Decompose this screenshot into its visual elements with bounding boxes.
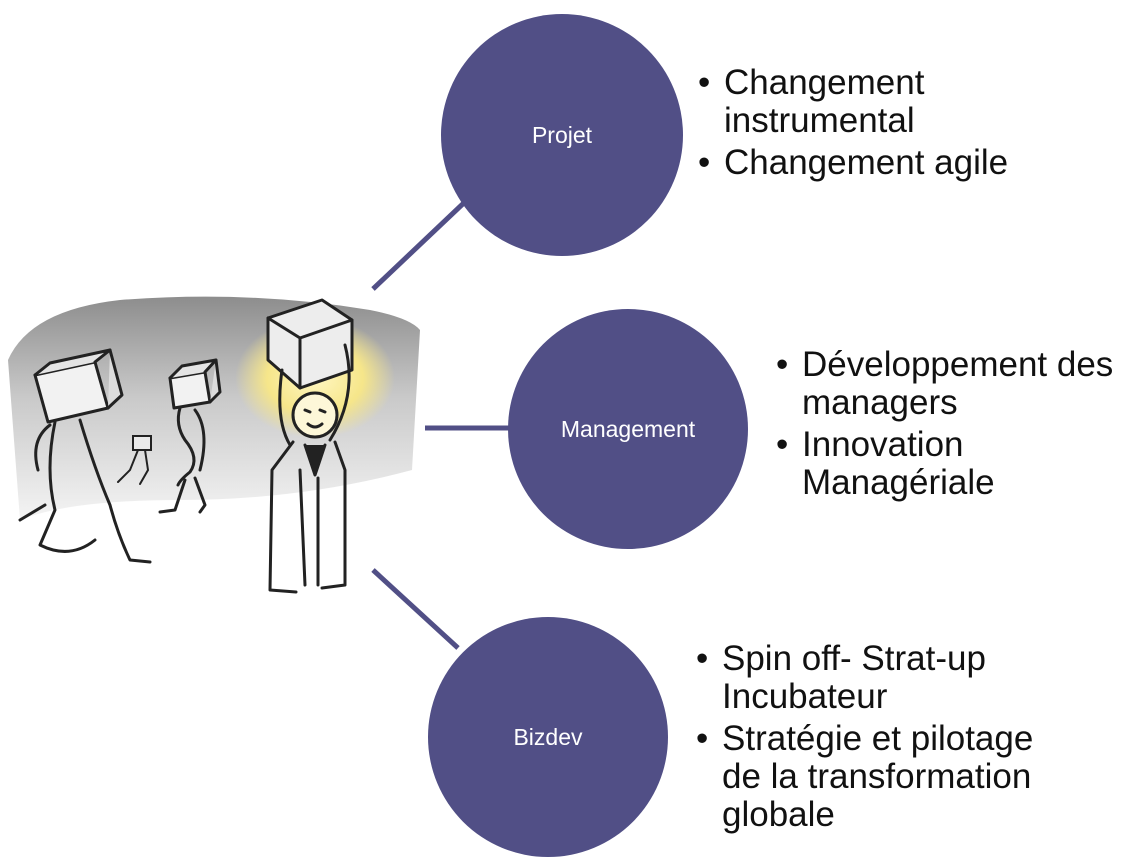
bullet-list-projet: Changement instrumental Changement agile — [698, 64, 1028, 186]
bullet-item: Spin off- Strat-up Incubateur — [696, 640, 1036, 716]
node-label: Bizdev — [513, 723, 583, 750]
node-bizdev: Bizdev — [428, 617, 668, 857]
bullet-item: Changement agile — [698, 144, 1028, 183]
bullet-item: Développement des managers — [776, 346, 1136, 422]
node-label: Projet — [531, 121, 593, 148]
bullet-list-bizdev: Spin off- Strat-up Incubateur Stratégie … — [696, 640, 1036, 838]
connector-bizdev — [371, 568, 460, 650]
node-management: Management — [508, 309, 748, 549]
bullet-list-management: Développement des managers Innovation Ma… — [776, 346, 1136, 506]
bullet-item: Stratégie et pilotage de la transformati… — [696, 720, 1036, 834]
node-projet: Projet — [441, 14, 683, 256]
connector-projet — [371, 197, 470, 291]
people-carrying-boxes-icon — [8, 296, 420, 594]
node-label: Management — [560, 415, 696, 442]
bullet-item: Innovation Managériale — [776, 426, 1136, 502]
bullet-item: Changement instrumental — [698, 64, 1028, 140]
